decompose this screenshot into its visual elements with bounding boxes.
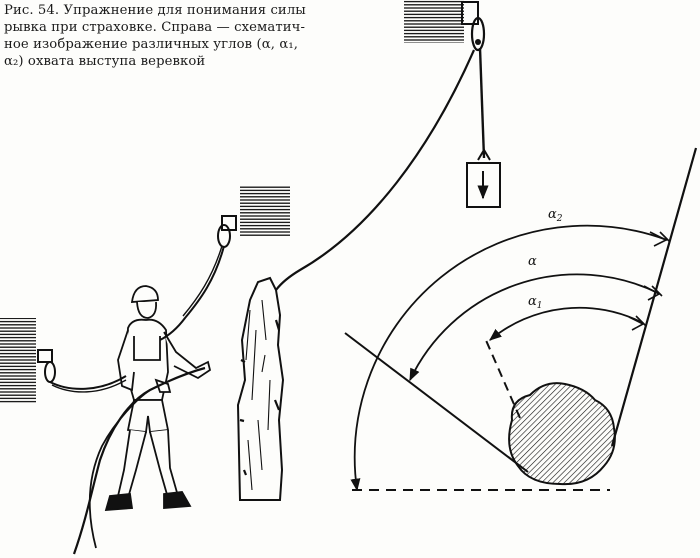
top-wall-anchor — [404, 0, 486, 52]
figure-caption: Рис. 54. Упражнение для понимания силы р… — [4, 2, 396, 70]
caption-line-1: Рис. 54. Упражнение для понимания силы — [4, 3, 306, 18]
hanging-weight — [466, 47, 501, 208]
angle-label-alpha2: α2 — [548, 207, 563, 224]
climber-figure — [104, 285, 212, 511]
belay-rope-left — [49, 375, 127, 390]
main-rope — [275, 49, 476, 291]
angle-label-alpha: α — [528, 254, 537, 269]
left-wall-anchor — [0, 318, 56, 404]
ledge-boulder — [508, 382, 616, 486]
belay-rope-upper — [159, 245, 225, 341]
angle-label-alpha1: α1 — [528, 294, 543, 311]
rock-spike — [236, 276, 285, 501]
middle-wall-anchor — [217, 185, 290, 248]
caption-line-4: α₂) охвата выступа веревкой — [4, 54, 206, 69]
angle-diagram: α2 α α1 — [344, 147, 698, 492]
caption-line-2: рывка при страховке. Справа — схематич- — [4, 20, 306, 35]
caption-line-3: ное изображение различных углов (α, α₁, — [4, 37, 299, 52]
loose-rope — [72, 366, 206, 555]
